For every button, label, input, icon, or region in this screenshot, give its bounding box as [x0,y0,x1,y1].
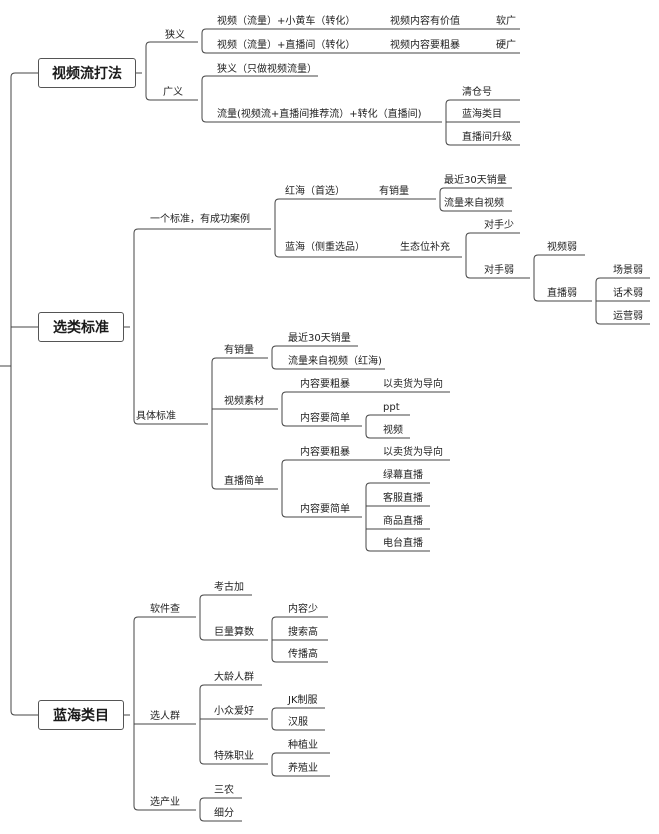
node-narrow-row2-a[interactable]: 视频（流量）+直播间（转化） [217,40,356,51]
node-video-ppt[interactable]: ppt [383,402,400,413]
connector-line [365,414,371,439]
connector-line [10,72,16,716]
node-juliang-suanshu[interactable]: 巨量算数 [214,627,254,638]
node-narrow-row2-b[interactable]: 视频内容要粗暴 [390,40,460,51]
node-hanfu[interactable]: 汉服 [288,717,308,728]
connector-line [199,594,205,641]
connector-line [271,752,277,777]
node-narrow-row2-c[interactable]: 硬广 [496,40,516,51]
connector-line [465,232,471,279]
node-blue-ocean-category[interactable]: 蓝海类目 [462,109,502,120]
connector-line [271,345,277,370]
node-script-weak[interactable]: 话术弱 [613,288,643,299]
connector-line [281,391,287,427]
node-niche-supplement[interactable]: 生态位补充 [400,242,450,253]
topic-video-stream-play[interactable]: 视频流打法 [38,58,136,88]
node-red-ocean[interactable]: 红海（首选） [285,186,345,197]
node-broad[interactable]: 广义 [163,87,183,98]
node-older-crowd[interactable]: 大龄人群 [214,672,254,683]
node-video-crude[interactable]: 内容要粗暴 [300,379,350,390]
node-narrow[interactable]: 狭义 [165,30,185,41]
node-select-crowd[interactable]: 选人群 [150,711,180,722]
node-radio-live[interactable]: 电台直播 [383,538,423,549]
node-red-traffic-from-video[interactable]: 流量来自视频 [444,198,504,209]
node-product-live[interactable]: 商品直播 [383,516,423,527]
node-high-search[interactable]: 搜索高 [288,627,318,638]
node-broad-narrow-only[interactable]: 狭义（只做视频流量） [217,64,317,75]
node-weak-competitors[interactable]: 对手弱 [484,265,514,276]
node-video-material[interactable]: 视频素材 [224,396,264,407]
node-sales-last-30-days[interactable]: 最近30天销量 [288,333,351,344]
node-video-video[interactable]: 视频 [383,425,403,436]
connector-line [201,75,207,123]
node-has-sales[interactable]: 有销量 [379,186,409,197]
node-subdivision[interactable]: 细分 [214,808,234,819]
node-green-screen-live[interactable]: 绿幕直播 [383,470,423,481]
node-live-content-simple[interactable]: 内容要简单 [300,504,350,515]
node-service-live[interactable]: 客服直播 [383,493,423,504]
node-narrow-row1-c[interactable]: 软广 [496,16,516,27]
node-planting[interactable]: 种植业 [288,740,318,751]
node-clearance-account[interactable]: 清仓号 [462,87,492,98]
node-narrow-row1-b[interactable]: 视频内容有价值 [390,16,460,27]
node-few-competitors[interactable]: 对手少 [484,220,514,231]
connector-line [439,187,445,212]
topic-blue-ocean-category[interactable]: 蓝海类目 [38,700,124,730]
node-less-content[interactable]: 内容少 [288,604,318,615]
node-one-standard[interactable]: 一个标准，有成功案例 [150,214,250,225]
connector-line [533,254,539,302]
node-sales-traffic-from-video[interactable]: 流量来自视频（红海) [288,356,382,367]
node-red-last-30-days[interactable]: 最近30天销量 [444,175,507,186]
connector-line [281,459,287,518]
node-live-crude[interactable]: 内容要粗暴 [300,447,350,458]
connector-line [365,482,371,552]
node-jk-uniform[interactable]: JK制服 [288,695,318,706]
node-agriculture[interactable]: 三农 [214,785,234,796]
node-special-occupation[interactable]: 特殊职业 [214,751,254,762]
connector-line [271,707,277,731]
connector-line [133,616,139,811]
node-video-sales-oriented[interactable]: 以卖货为导向 [383,379,443,390]
node-video-weak[interactable]: 视频弱 [547,242,577,253]
connector-line [199,797,205,822]
node-breeding[interactable]: 养殖业 [288,763,318,774]
connector-line [201,28,207,54]
node-sales[interactable]: 有销量 [224,345,254,356]
node-live-weak[interactable]: 直播弱 [547,288,577,299]
node-live-sales-oriented[interactable]: 以卖货为导向 [383,447,443,458]
connector-line [274,198,280,258]
node-software-check[interactable]: 软件查 [150,604,180,615]
node-niche-hobby[interactable]: 小众爱好 [214,706,254,717]
node-high-spread[interactable]: 传播高 [288,649,318,660]
topic-category-selection-standard[interactable]: 选类标准 [38,312,124,342]
connector-line [211,357,217,490]
connector-line [199,684,205,765]
node-operation-weak[interactable]: 运营弱 [613,311,643,322]
node-kaoguja[interactable]: 考古加 [214,582,244,593]
node-specific-standard[interactable]: 具体标准 [136,411,176,422]
node-select-industry[interactable]: 选产业 [150,797,180,808]
node-live-simple[interactable]: 直播简单 [224,476,264,487]
node-live-room-upgrade[interactable]: 直播间升级 [462,132,512,143]
connector-line [145,41,151,101]
node-narrow-row1-a[interactable]: 视频（流量）+小黄车（转化） [217,16,356,27]
node-blue-ocean[interactable]: 蓝海（侧重选品） [285,242,365,253]
connector-line [133,228,139,425]
node-broad-traffic-conversion[interactable]: 流量(视频流+直播间推荐流）+转化（直播间) [217,109,422,120]
node-video-simple[interactable]: 内容要简单 [300,413,350,424]
node-scene-weak[interactable]: 场景弱 [613,265,643,276]
